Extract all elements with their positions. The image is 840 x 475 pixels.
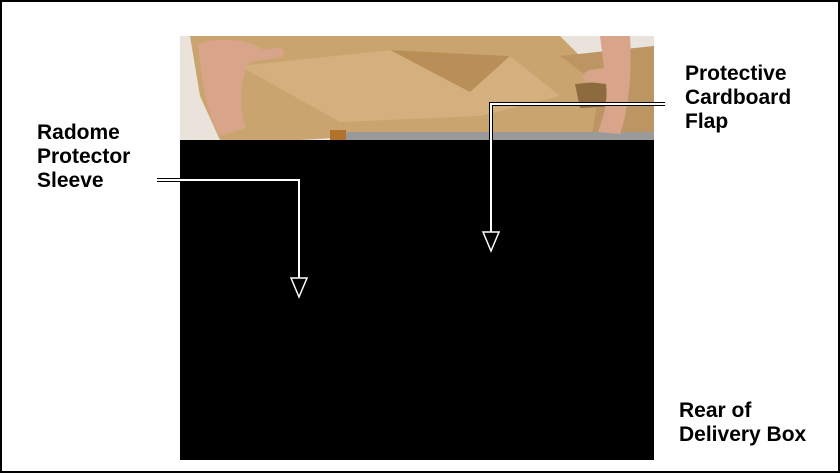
flap-leader-arrow bbox=[483, 104, 665, 251]
radome-leader-arrow bbox=[157, 180, 307, 297]
